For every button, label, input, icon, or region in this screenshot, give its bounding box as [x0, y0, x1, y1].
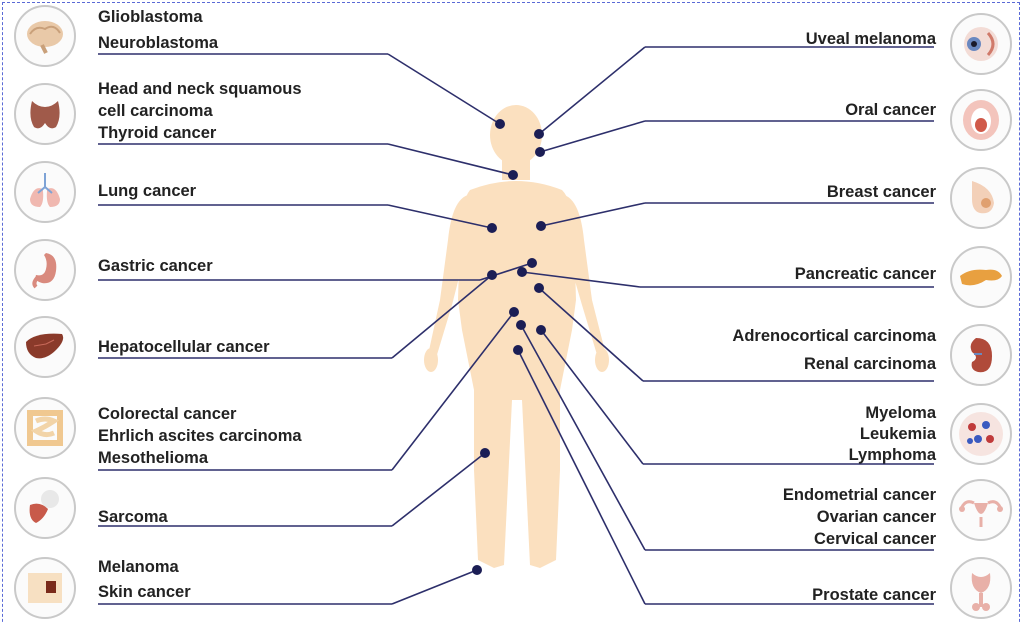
- brain-connector: [387, 53, 501, 125]
- thyroid-connector: [387, 143, 514, 176]
- lung-marker-dot: [487, 223, 497, 233]
- pancreas-marker-dot: [517, 267, 527, 277]
- skin-connector: [391, 569, 478, 605]
- skin-marker-dot: [472, 565, 482, 575]
- eye-marker-dot: [534, 129, 544, 139]
- intestine-connector: [391, 311, 515, 471]
- skin-label-1: Melanoma: [98, 558, 179, 576]
- prostate-icon: [950, 557, 1012, 619]
- mouth-marker-dot: [535, 147, 545, 157]
- stomach-marker-dot: [527, 258, 537, 268]
- liver-connector: [391, 274, 493, 359]
- lungs-icon: [14, 161, 76, 223]
- stomach-label-1: Gastric cancer: [98, 257, 213, 275]
- kidney-marker-dot: [534, 283, 544, 293]
- intestine-icon: [14, 397, 76, 459]
- uterus-marker-dot: [516, 320, 526, 330]
- pancreas-icon: [950, 246, 1012, 308]
- liver-marker-dot: [487, 270, 497, 280]
- bone-marker-dot: [480, 448, 490, 458]
- intestine-marker-dot: [509, 307, 519, 317]
- eye-connector: [538, 46, 646, 135]
- blood-cells-icon: [950, 403, 1012, 465]
- eye-label-1: Uveal melanoma: [805, 30, 936, 48]
- thyroid-label-3: Thyroid cancer: [98, 124, 217, 142]
- mouth-label-1: Oral cancer: [845, 101, 936, 119]
- uterus-label-2: Ovarian cancer: [816, 508, 936, 526]
- bone-label-1: Sarcoma: [98, 508, 168, 526]
- kidney-label-2: Renal carcinoma: [803, 355, 936, 373]
- mouth-icon: [950, 89, 1012, 151]
- intestine-label-3: Mesothelioma: [98, 449, 209, 467]
- blood-label-2: Leukemia: [859, 425, 936, 443]
- blood-label-3: Lymphoma: [848, 446, 936, 464]
- skin-label-2: Skin cancer: [98, 583, 191, 601]
- prostate-marker-dot: [513, 345, 523, 355]
- brain-label-2: Neuroblastoma: [98, 34, 219, 52]
- eye-icon: [950, 13, 1012, 75]
- breast-connector: [540, 202, 646, 227]
- bone-joint-icon: [14, 477, 76, 539]
- blood-marker-dot: [536, 325, 546, 335]
- stomach-icon: [14, 239, 76, 301]
- uterus-icon: [950, 479, 1012, 541]
- kidney-connector: [538, 287, 644, 382]
- brain-icon: [14, 5, 76, 67]
- breast-label-1: Breast cancer: [826, 183, 936, 201]
- blood-label-1: Myeloma: [865, 404, 936, 422]
- intestine-label-1: Colorectal cancer: [98, 405, 237, 423]
- blood-connector: [540, 329, 644, 465]
- brain-marker-dot: [495, 119, 505, 129]
- breast-marker-dot: [536, 221, 546, 231]
- brain-label-1: Glioblastoma: [98, 8, 203, 26]
- pancreas-connector: [521, 271, 641, 288]
- prostate-connector: [517, 349, 646, 605]
- pancreas-label-1: Pancreatic cancer: [794, 265, 936, 283]
- lung-label-1: Lung cancer: [98, 182, 197, 200]
- intestine-label-2: Ehrlich ascites carcinoma: [98, 427, 302, 445]
- uterus-connector: [520, 324, 646, 551]
- thyroid-label-2: cell carcinoma: [98, 102, 213, 120]
- thyroid-icon: [14, 83, 76, 145]
- skin-icon: [14, 557, 76, 619]
- bone-connector: [391, 452, 486, 527]
- thyroid-label-1: Head and neck squamous: [98, 80, 302, 98]
- uterus-label-3: Cervical cancer: [813, 530, 936, 548]
- liver-label-1: Hepatocellular cancer: [98, 338, 270, 356]
- prostate-label-1: Prostate cancer: [812, 586, 936, 604]
- breast-icon: [950, 167, 1012, 229]
- kidney-label-1: Adrenocortical carcinoma: [732, 327, 936, 345]
- thyroid-marker-dot: [508, 170, 518, 180]
- liver-icon: [14, 316, 76, 378]
- lung-connector: [387, 204, 493, 229]
- mouth-connector: [539, 120, 646, 153]
- uterus-label-1: Endometrial cancer: [782, 486, 936, 504]
- kidney-icon: [950, 324, 1012, 386]
